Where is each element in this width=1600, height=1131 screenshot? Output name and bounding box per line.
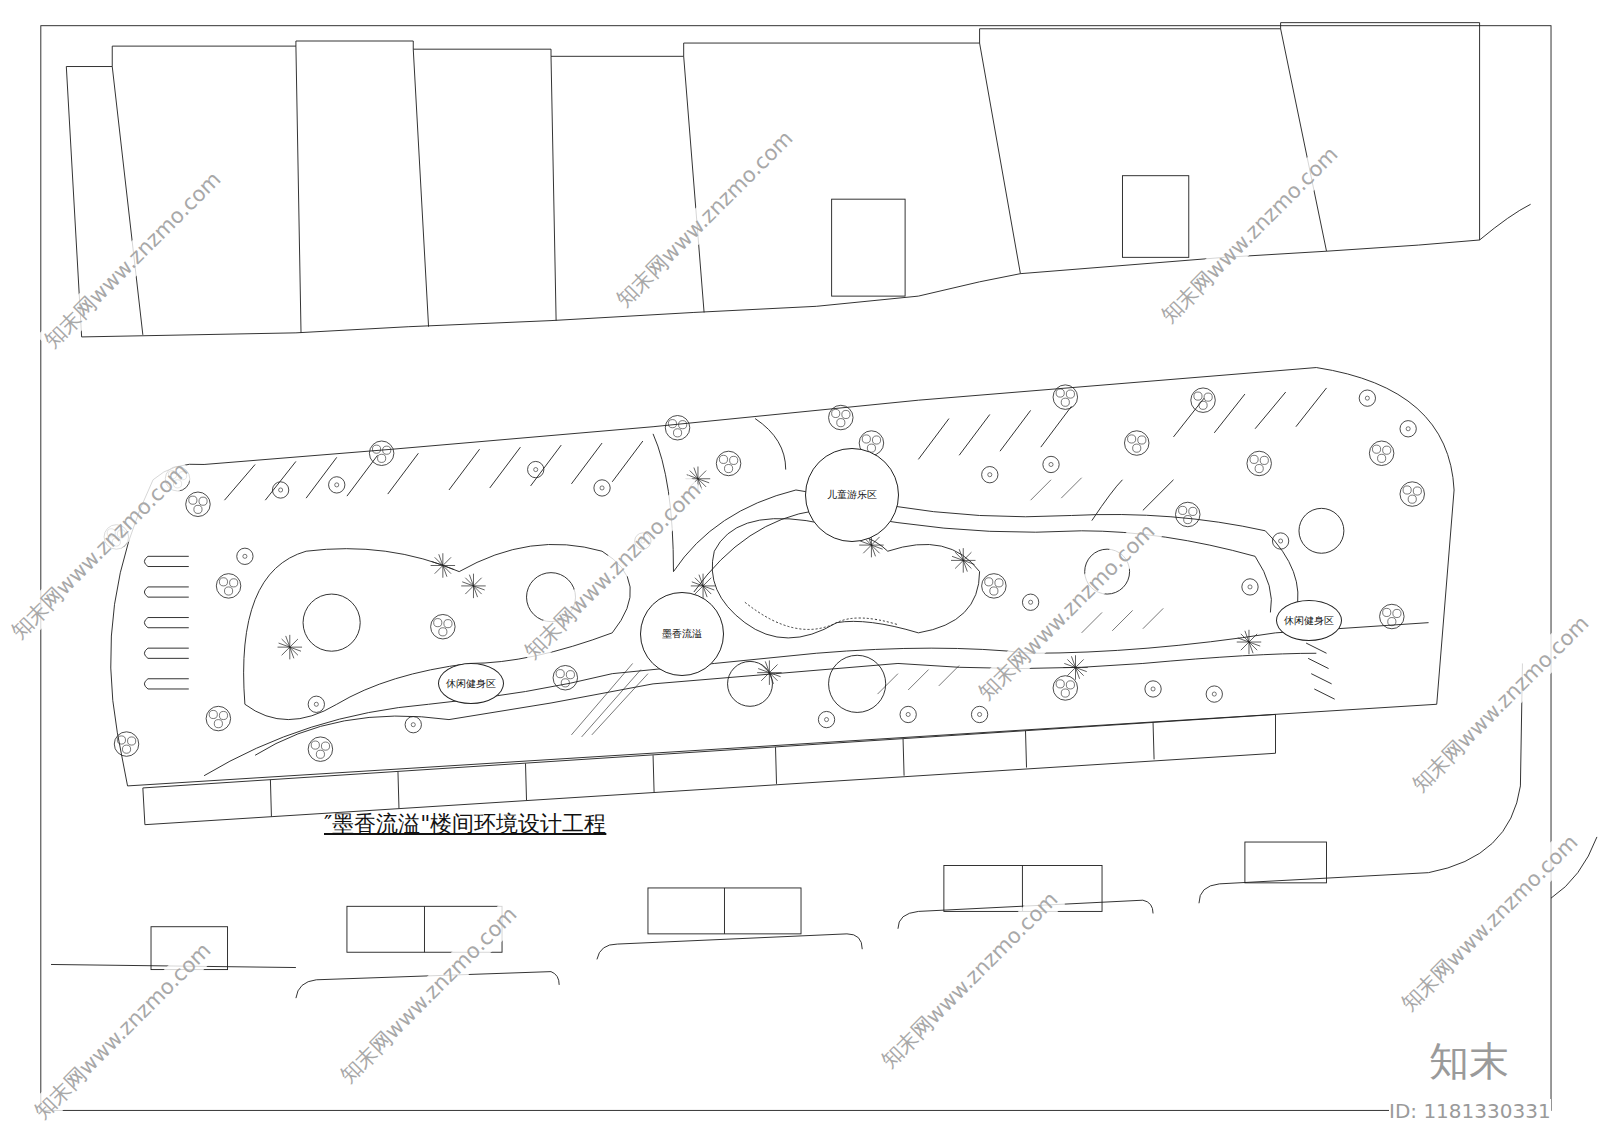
zone-name: 儿童游乐区 xyxy=(827,488,877,502)
zone-ellipse: 休闲健身区 xyxy=(1276,600,1342,641)
drawing-title: ″墨香流溢"楼间环境设计工程 xyxy=(324,809,606,839)
brand-mark: 知末 xyxy=(1429,1034,1509,1089)
zone-name: 墨香流溢 xyxy=(662,627,702,641)
watermark: 知末网www.znzmo.com xyxy=(333,899,525,1091)
zone-circle: 儿童游乐区 xyxy=(805,448,899,542)
zone-name: 休闲健身区 xyxy=(1284,614,1334,628)
watermark: 知末网www.znzmo.com xyxy=(1394,827,1586,1019)
watermark: 知末网www.znzmo.com xyxy=(874,884,1066,1076)
zone-name: 休闲健身区 xyxy=(446,677,496,691)
watermark: 知末网www.znzmo.com xyxy=(609,123,801,315)
watermark: 知末网www.znzmo.com xyxy=(4,455,196,647)
zone-circle: 墨香流溢 xyxy=(640,592,724,676)
zone-ellipse: 休闲健身区 xyxy=(438,663,504,704)
brand-mark: ID: 1181330331 xyxy=(1389,1099,1551,1123)
watermark: 知末网www.znzmo.com xyxy=(1405,608,1597,800)
watermark: 知末网www.znzmo.com xyxy=(971,516,1163,708)
planting-symbols xyxy=(104,385,1424,762)
watermark: 知末网www.znzmo.com xyxy=(1154,139,1346,331)
watermark: 知末网www.znzmo.com xyxy=(27,935,219,1127)
linework xyxy=(41,23,1597,1111)
watermark: 知末网www.znzmo.com xyxy=(37,164,229,356)
